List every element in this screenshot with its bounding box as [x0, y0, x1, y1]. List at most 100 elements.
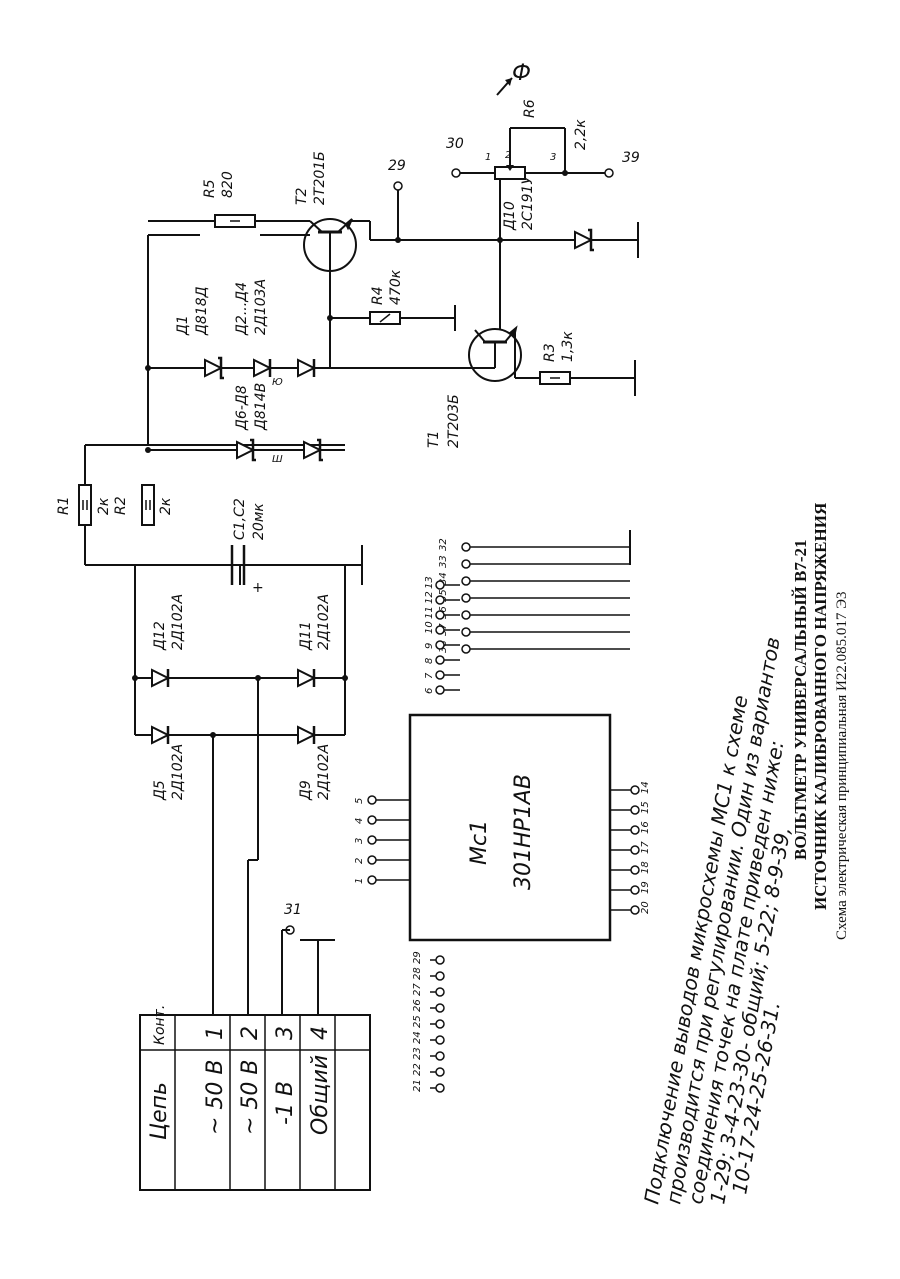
chip-pin-label: 8 — [424, 658, 435, 664]
d10-ref: Д10 — [502, 201, 518, 231]
filter-wiring — [84, 235, 363, 585]
junction-dot — [342, 675, 348, 681]
d2-d4-type: 2Д103А — [253, 279, 269, 335]
chip-pin-label: 2 — [354, 858, 365, 864]
resistor-r5 — [214, 214, 256, 228]
chip-pin-terminal — [435, 610, 445, 620]
chip-pin-terminal — [435, 955, 445, 965]
c1c2-value: 20мк — [251, 503, 267, 540]
chip-pin-label: 17 — [640, 841, 651, 854]
r1-value: 2к — [96, 497, 112, 515]
title-line-1: ВОЛЬТМЕТР УНИВЕРСАЛЬНЫЙ В7-21 — [791, 539, 810, 860]
capacitor-c1c2: + — [148, 545, 345, 596]
test-point-terminal — [461, 576, 471, 586]
chip-pin-terminal — [435, 1003, 445, 1013]
chip-pin-label: 28 — [412, 967, 423, 980]
diode-d2-d4 — [253, 358, 317, 378]
adjust-mark: Ф — [512, 61, 531, 86]
test-point-terminal — [461, 559, 471, 569]
adjust-arrow-icon — [496, 77, 513, 96]
resistor-r1 — [78, 484, 92, 526]
r6-value: 2,2к — [573, 119, 589, 150]
chip-pin-label: 26 — [412, 999, 423, 1012]
d10-type: 2С191У — [520, 175, 536, 230]
chip-pin-label: 20 — [640, 901, 651, 914]
table-leads — [212, 678, 335, 1015]
r5-ref: R5 — [202, 179, 218, 198]
junction-dot — [132, 675, 138, 681]
chip-pin-label: 21 — [412, 1079, 423, 1092]
d5-ref: Д5 — [152, 780, 168, 801]
r6-pin: 3 — [550, 152, 556, 163]
chip-pin-label: 19 — [640, 881, 651, 894]
resistor-r2 — [141, 484, 155, 526]
title-block: ВОЛЬТМЕТР УНИВЕРСАЛЬНЫЙ В7-21 ИСТОЧНИК К… — [791, 503, 850, 940]
chip-pin-terminal — [435, 987, 445, 997]
chip-pin-terminal — [435, 1067, 445, 1077]
chip-pin-terminal — [367, 835, 377, 845]
chip-pin-terminal — [630, 845, 640, 855]
r2-ref: R2 — [113, 496, 129, 515]
test-point-terminal — [461, 644, 471, 654]
r5-value: 820 — [220, 171, 236, 198]
chip-pin-terminal — [435, 580, 445, 590]
t1-type: 2Т203Б — [446, 394, 462, 448]
junction-dot — [210, 732, 216, 738]
r4-value: 470к — [388, 269, 404, 305]
chip-pin-terminal — [367, 875, 377, 885]
chip-pin-label: 13 — [424, 576, 435, 589]
terminal-30 — [451, 168, 461, 178]
junction-dot — [562, 170, 568, 176]
table-row-circuit: ~ 50 В — [203, 1059, 228, 1135]
r3-wiring — [514, 345, 636, 396]
table-row-contact: 1 — [203, 1026, 228, 1040]
chip-pin-terminal — [367, 815, 377, 825]
chip-pin-terminal — [435, 1051, 445, 1061]
potentiometer-r6 — [494, 165, 526, 180]
resistor-r3 — [539, 371, 571, 385]
r3-value: 1,3к — [560, 331, 576, 362]
test-point-group: 32333435363738 — [438, 538, 630, 654]
chip-pin-label: 7 — [424, 672, 435, 679]
test-point-label: 35 — [438, 589, 449, 602]
d12-type: 2Д102А — [170, 594, 186, 650]
d2-d4-ref: Д2...Д4 — [234, 282, 250, 336]
r6-pin: 2 — [505, 150, 511, 161]
chip-pin-terminal — [630, 865, 640, 875]
chip-pin-label: 18 — [640, 861, 651, 874]
r6-ref: R6 — [522, 99, 538, 118]
chip-pin-terminal — [630, 805, 640, 815]
d6-d8-type: Д814В — [253, 383, 269, 431]
capacitor-plus-sign: + — [252, 580, 264, 596]
d9-type: 2Д102А — [316, 744, 332, 800]
chip-pin-terminal — [630, 785, 640, 795]
d1-type: Д818Д — [194, 286, 210, 336]
junction-dot — [327, 315, 333, 321]
title-line-2: ИСТОЧНИК КАЛИБРОВАННОГО НАПРЯЖЕНИЯ — [811, 503, 830, 910]
d5-type: 2Д102А — [170, 744, 186, 800]
d6-d8-ref: Д6-Д8 — [234, 385, 250, 431]
chip-pin-label: 15 — [640, 801, 651, 814]
t2-type: 2Т201Б — [312, 151, 328, 205]
chip-pin-terminal — [435, 1083, 445, 1093]
r6-pin: 1 — [485, 152, 491, 163]
table-row-contact: 4 — [308, 1026, 333, 1040]
diode-d11 — [297, 668, 317, 688]
chip-pin-terminal — [435, 595, 445, 605]
r4-wiring — [330, 305, 456, 331]
chip-pin-terminal — [435, 971, 445, 981]
connection-note: Подключение выводов микросхемы МС1 к схе… — [639, 635, 795, 1206]
t2-ref: Т2 — [294, 187, 310, 205]
output-wiring — [369, 190, 639, 325]
terminal-29 — [393, 181, 403, 191]
chip-pin-label: 14 — [640, 781, 651, 794]
chip-pin-label: 9 — [424, 643, 435, 649]
chip-pin-label: 27 — [412, 983, 423, 996]
terminal-31-label: 31 — [284, 902, 302, 918]
terminal-31 — [285, 925, 295, 935]
d11-ref: Д11 — [298, 621, 314, 651]
title-line-3: Схема электрическая принципиальная И22.0… — [834, 592, 850, 940]
junction-dot — [145, 365, 151, 371]
